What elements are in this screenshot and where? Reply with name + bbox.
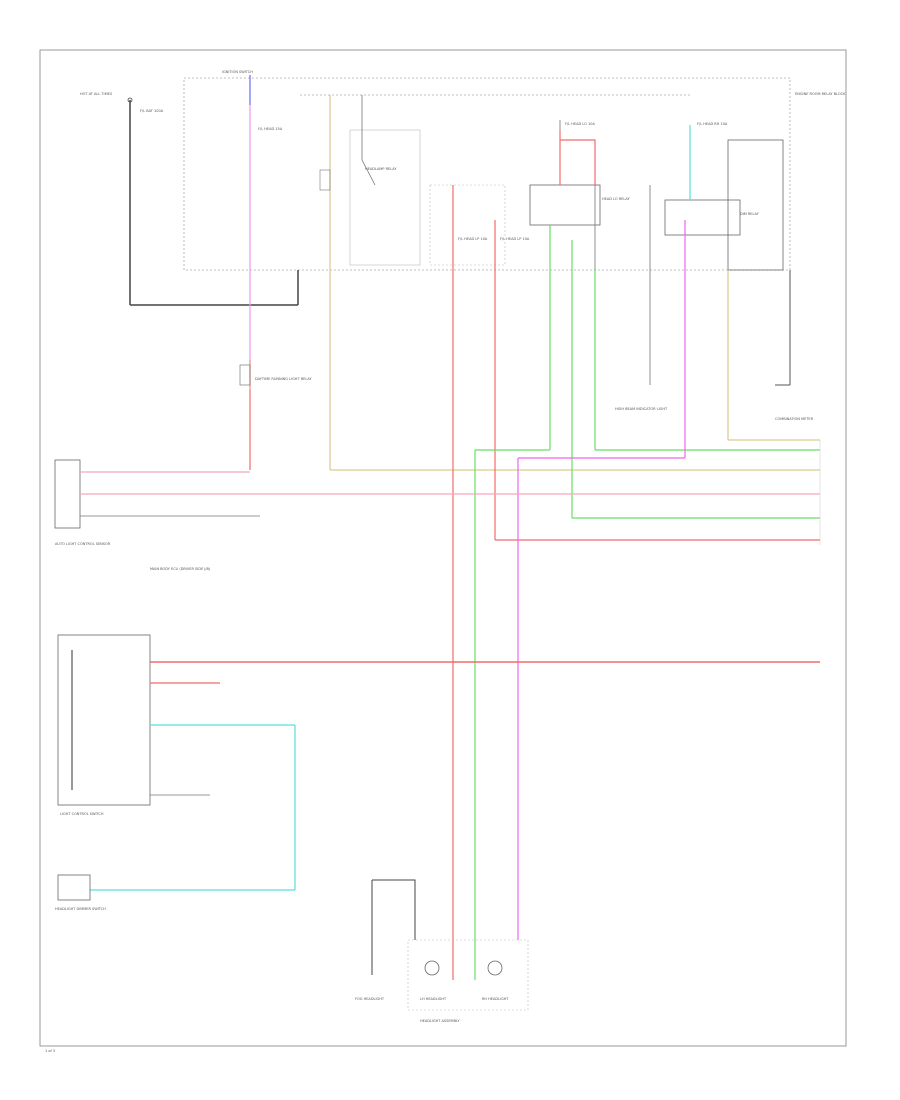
head-lo-relay-label: HEAD LO RELAY (602, 197, 631, 201)
rh-headlight-label: RH HEADLIGHT (482, 997, 509, 1001)
headlight-assembly-label: HEADLIGHT ASSEMBLY (420, 1019, 460, 1023)
body-ecu-label: MAIN BODY ECU (DRIVER SIDE J/B) (150, 567, 211, 571)
lh-headlight-lamp (424, 960, 440, 976)
headlamp-relay-label: HEADLAMP RELAY (365, 167, 397, 171)
diagram-frame (39, 49, 847, 1047)
relay-block-box (183, 77, 791, 271)
fog-headlight-label: FOG HEADLIGHT (355, 997, 385, 1001)
headlight-assembly-box (407, 939, 529, 1011)
fuse-box-inner (429, 184, 506, 266)
dim-relay-label: DIM RELAY (740, 212, 760, 216)
dimmer-switch (57, 874, 91, 901)
page-id-label: 1 of 3 (45, 1049, 55, 1053)
ignition-switch-label: IGNITION SWITCH (222, 70, 253, 74)
fuse-2-label: F/L HEAD 15A (258, 127, 283, 131)
dimmer-switch-label: HEADLIGHT DIMMER SWITCH (55, 907, 106, 911)
fuse-5-label: F/L HEAD LO 10A (565, 122, 595, 126)
fuse-3-label: F/L HEAD LP 10A (458, 237, 488, 241)
hot-at-all-times-label: HOT AT ALL TIMES (80, 92, 113, 96)
combination-meter-label: COMBINATION METER (775, 417, 814, 421)
lh-headlight-label: LH HEADLIGHT (420, 997, 447, 1001)
engine-room-box-label: ENGINE ROOM RELAY BLOCK (795, 92, 846, 96)
high-beam-indicator-label: HIGH BEAM INDICATOR LIGHT (615, 407, 668, 411)
right-box (727, 139, 784, 271)
dim-relay (664, 199, 741, 236)
fuse-4-label: F/L HEAD LP 10A (500, 237, 530, 241)
light-control-switch-label: LIGHT CONTROL SWITCH (60, 812, 104, 816)
auto-light-sensor-label: AUTO LIGHT CONTROL SENSOR (55, 542, 111, 546)
light-control-switch (57, 634, 151, 806)
auto-light-sensor (54, 459, 81, 529)
fuse-6-label: F/L HEAD RH 10A (697, 122, 728, 126)
head-lo-relay (529, 184, 601, 226)
headlamp-relay-box (349, 129, 421, 266)
rh-headlight-lamp (487, 960, 503, 976)
fuse-1-label: F/L BAT 100A (140, 109, 164, 113)
daytime-relay-label: DAYTIME RUNNING LIGHT RELAY (255, 377, 312, 381)
